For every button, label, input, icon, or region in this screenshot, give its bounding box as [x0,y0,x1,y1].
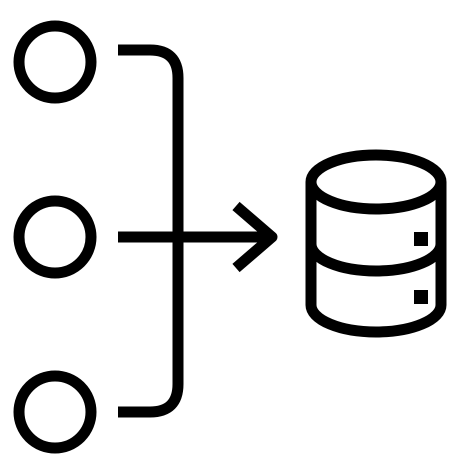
database-top-ellipse [305,149,447,215]
database-indicator-lower [414,290,428,304]
top-node-circle-icon [13,20,97,104]
database-divider-line [305,243,447,277]
merge-bracket-line [118,44,184,418]
database-body-outline [305,182,447,338]
database-indicator-upper [414,232,428,246]
database-icon [305,149,447,338]
middle-node-circle-icon [13,195,97,279]
arrow-head-icon [232,201,278,273]
bottom-node-circle-icon [13,370,97,454]
